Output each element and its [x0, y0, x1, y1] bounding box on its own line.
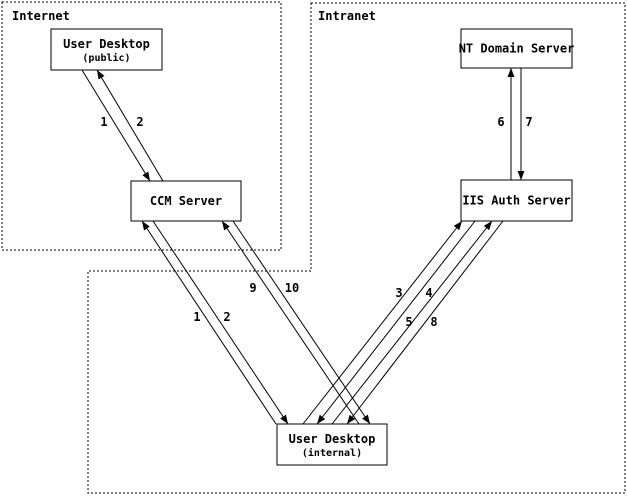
node-iis-auth-server-label: IIS Auth Server — [462, 194, 570, 208]
node-user-desktop-public-sublabel: (public) — [82, 52, 130, 64]
arrow-step1-user-desktop-internal-to-ccm-server-label: 1 — [193, 310, 200, 324]
arrow-step2-ccm-server-to-user-desktop-internal — [152, 220, 289, 425]
arrow-step9-user-desktop-internal-to-ccm-server — [221, 220, 360, 425]
zone-intranet-border — [87, 2, 626, 494]
node-nt-domain-server-box — [460, 28, 573, 69]
zone-intranet-label: Intranet — [318, 9, 376, 23]
node-user-desktop-internal-sublabel: (internal) — [302, 447, 362, 459]
node-ccm-server-box — [130, 180, 242, 222]
arrow-step2-ccm-server-to-user-desktop-internal-label: 2 — [223, 310, 230, 324]
arrow-step3-user-desktop-internal-to-iis-auth-server-label: 3 — [395, 286, 402, 300]
node-user-desktop-public-label: User Desktop — [63, 37, 150, 51]
arrow-step9-user-desktop-internal-to-ccm-server-label: 9 — [249, 281, 256, 295]
arrow-step5-user-desktop-internal-to-iis-auth-server-label: 5 — [405, 315, 412, 329]
node-user-desktop-internal-box — [276, 423, 388, 466]
node-iis-auth-server-box — [460, 179, 573, 222]
arrow-step5-user-desktop-internal-to-iis-auth-server — [331, 220, 493, 425]
arrow-step3-user-desktop-internal-to-iis-auth-server — [302, 220, 463, 425]
arrow-step2-ccm-server-to-user-desktop-public-label: 2 — [136, 115, 143, 129]
arrow-step10-ccm-server-to-user-desktop-internal — [232, 220, 371, 425]
arrow-step4-iis-auth-server-to-user-desktop-internal — [316, 220, 476, 425]
arrow-step7-nt-domain-server-to-iis-auth-server-label: 7 — [525, 115, 532, 129]
arrow-step10-ccm-server-to-user-desktop-internal-label: 10 — [285, 281, 299, 295]
arrow-step2-ccm-server-to-user-desktop-public — [96, 69, 164, 182]
arrow-step4-iis-auth-server-to-user-desktop-internal-label: 4 — [425, 286, 432, 300]
arrow-step8-iis-auth-server-to-user-desktop-internal — [346, 220, 504, 425]
node-nt-domain-server-label: NT Domain Server — [459, 42, 575, 56]
node-user-desktop-public-box — [50, 28, 163, 71]
arrow-step1-user-desktop-public-to-ccm-server-label: 1 — [100, 115, 107, 129]
node-user-desktop-internal-label: User Desktop — [289, 432, 376, 446]
zone-internet-label: Internet — [12, 9, 70, 23]
zone-internet-border — [1, 1, 282, 251]
arrow-step1-user-desktop-internal-to-ccm-server — [141, 220, 277, 425]
arrow-step6-iis-auth-server-to-nt-domain-server-label: 6 — [497, 115, 504, 129]
arrow-step8-iis-auth-server-to-user-desktop-internal-label: 8 — [430, 315, 437, 329]
node-ccm-server-label: CCM Server — [150, 194, 222, 208]
arrow-step1-user-desktop-public-to-ccm-server — [81, 69, 151, 182]
